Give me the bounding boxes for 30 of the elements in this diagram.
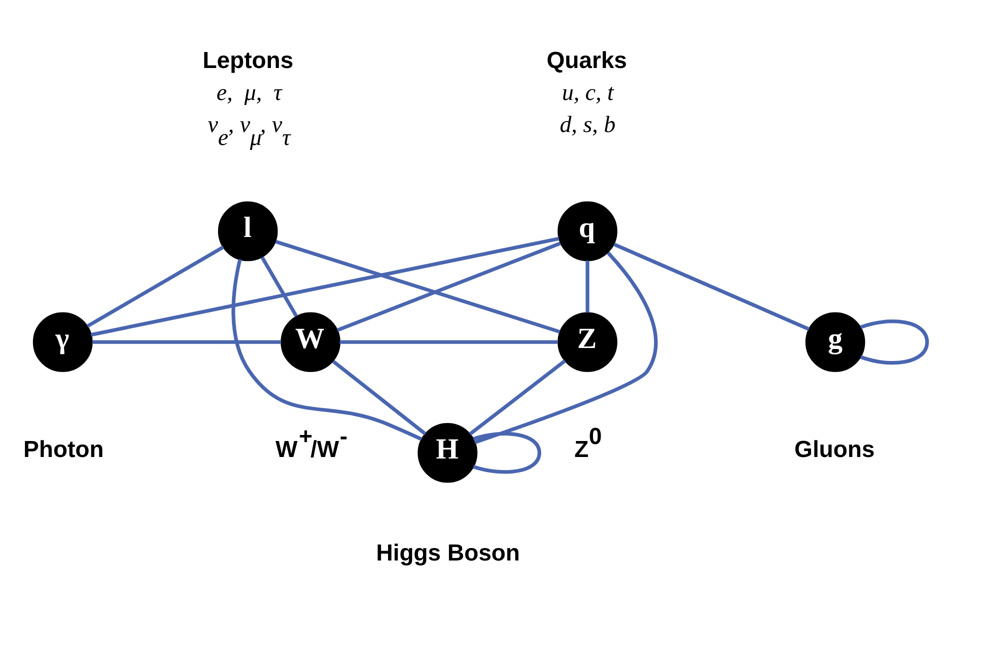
node-circle: Z [558,312,618,372]
node-label: Higgs Boson [376,538,520,565]
node-circle: γ [32,312,93,372]
node-label: u, c, t [562,79,614,106]
connector [468,358,566,436]
node-label: Gluons [794,435,875,462]
connector [474,251,658,444]
node-circle: W [280,312,340,372]
connector [586,260,590,312]
node-circle: l [218,200,278,261]
connector [86,245,224,328]
node-label: Quarks [546,46,628,72]
connector [275,239,560,334]
connector [90,236,560,336]
node-label: Photon [23,435,104,462]
node-circle: H [418,422,478,482]
node-label: d, s, b [560,111,616,138]
node-circle: g [805,312,866,372]
node-label: Leptons [202,46,294,72]
connector [336,241,562,332]
connector [472,431,542,474]
node-circle: q [558,200,618,261]
connector [92,340,282,344]
connector [613,242,810,330]
connector [332,359,426,435]
connector [260,256,298,317]
connector [232,258,422,440]
connector [860,319,929,364]
node-label: e, μ, τ [216,79,282,106]
connector [340,340,558,344]
